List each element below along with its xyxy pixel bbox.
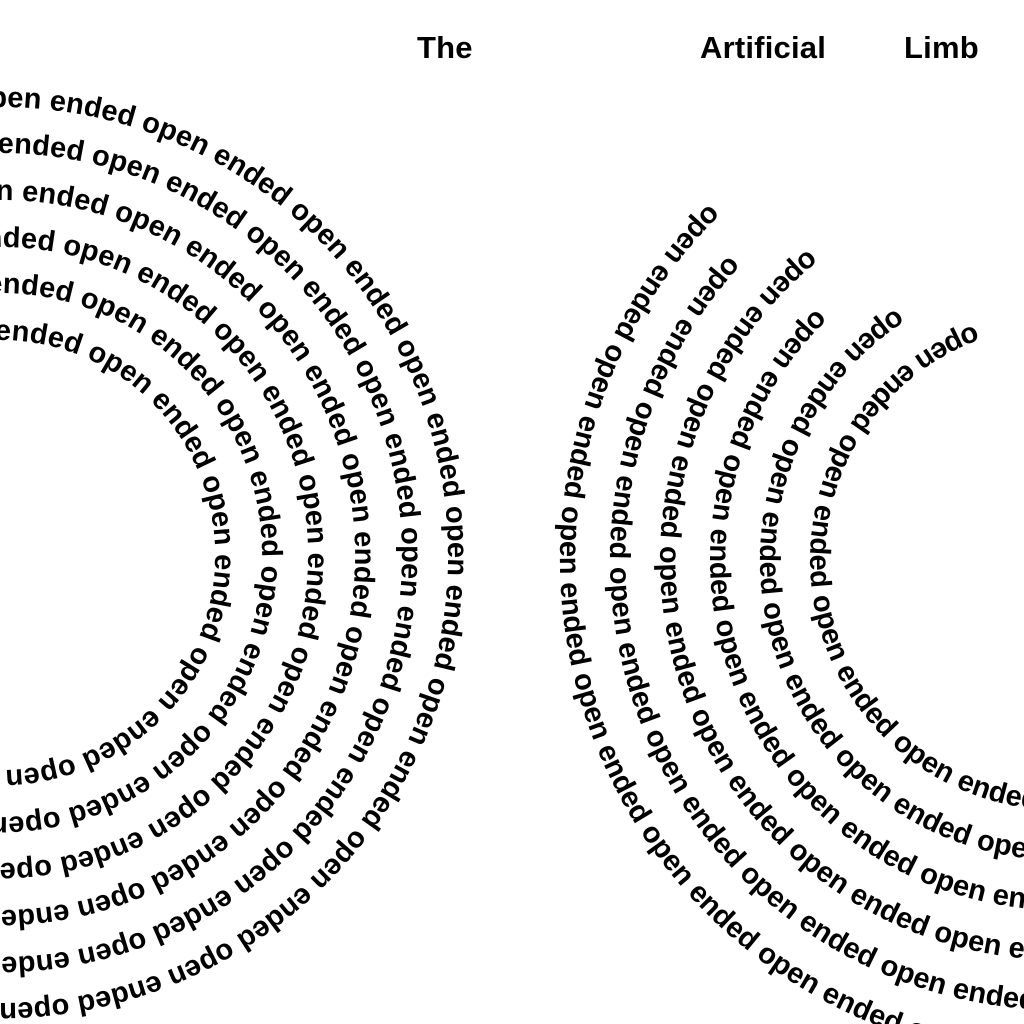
title-word-artificial: Artificial (700, 30, 827, 65)
title-word-the: The (417, 30, 473, 65)
title-word-limb: Limb (904, 30, 979, 65)
left-arc-group: open ended open ended open ended open en… (0, 0, 473, 1024)
